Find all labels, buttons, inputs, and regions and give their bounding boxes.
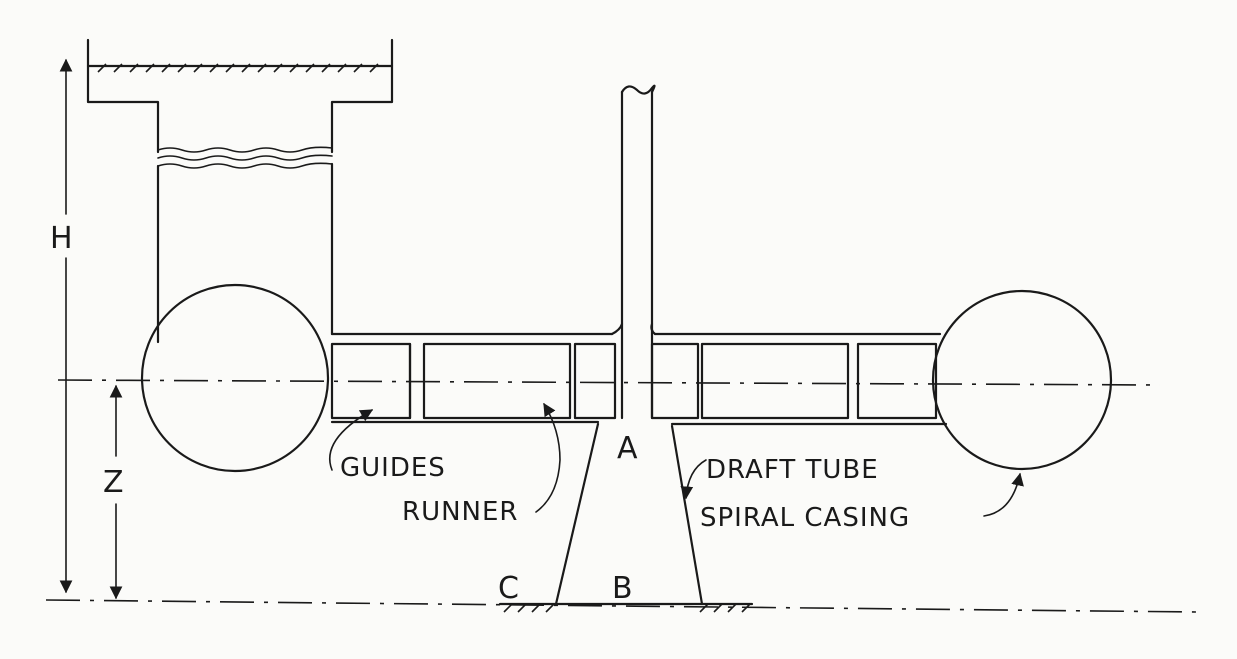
spiral-casing-right	[931, 289, 1113, 471]
upper-reservoir	[86, 38, 394, 154]
label-a: A	[617, 431, 638, 466]
tailwater-line	[45, 599, 1197, 613]
guide-vanes-right	[856, 342, 938, 420]
reservoir-hatching	[97, 63, 379, 73]
label-h: H	[50, 221, 73, 256]
runner-leader	[535, 402, 561, 513]
draft-tube	[554, 422, 704, 606]
label-b: B	[612, 571, 633, 606]
label-guides: GUIDES	[340, 453, 446, 483]
draft-tube-leader	[680, 459, 707, 500]
label-spiral-casing: SPIRAL CASING	[700, 503, 910, 533]
guides-leader	[328, 409, 374, 471]
spiral-casing-left	[140, 283, 330, 473]
label-c: C	[498, 571, 519, 606]
turbine-shaft	[620, 84, 656, 420]
runner-right	[650, 342, 850, 420]
label-runner: RUNNER	[402, 497, 519, 527]
spiral-casing-leader	[983, 472, 1024, 517]
label-draft-tube: DRAFT TUBE	[706, 455, 879, 485]
label-z: Z	[103, 465, 124, 500]
penstock	[156, 146, 334, 344]
turbine-centerline	[57, 379, 1161, 386]
